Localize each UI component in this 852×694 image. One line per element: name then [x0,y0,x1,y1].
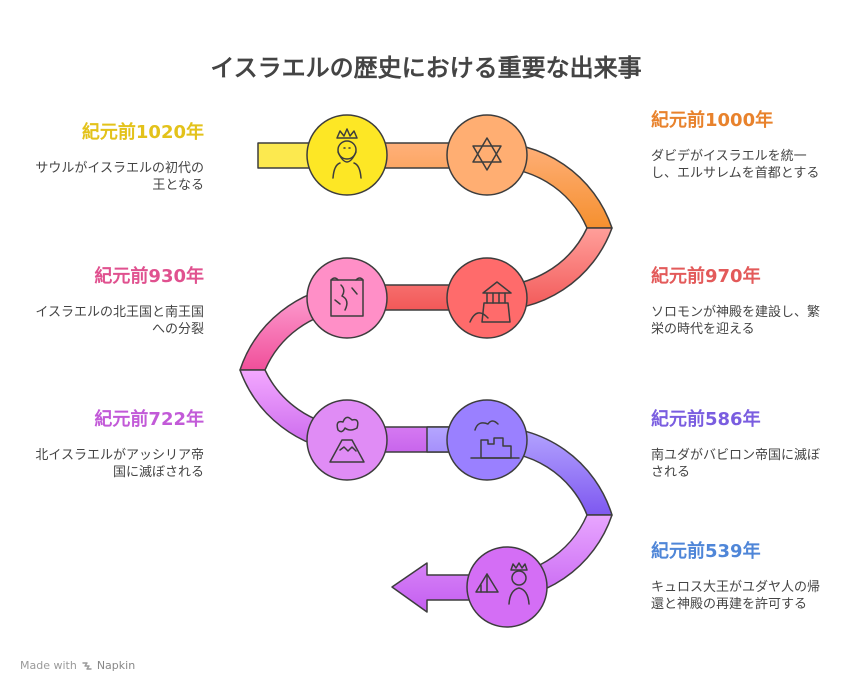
event-6-desc: 南ユダがバビロン帝国に滅ぼされる [651,448,821,480]
event-6-year: 紀元前586年 [651,409,761,430]
volcano-icon [329,416,365,463]
event-2-year: 紀元前1000年 [651,110,774,131]
made-with-footer[interactable]: Made with Napkin [20,659,135,672]
footer-brand: Napkin [96,659,136,672]
event-node-7 [466,546,548,628]
temple-icon [469,281,512,323]
event-1-card: 紀元前1020年 サウルがイスラエルの初代の王となる [0,122,204,194]
event-4-year: 紀元前930年 [94,266,204,287]
path-segment-3 [346,227,613,311]
footer-prefix: Made with [20,659,77,672]
event-4-desc: イスラエルの北王国と南王国への分裂 [35,305,204,337]
event-node-2 [446,114,528,196]
event-5-desc: 北イスラエルがアッシリア帝国に滅ぼされる [35,448,204,480]
event-7-year: 紀元前539年 [651,541,761,562]
event-5-card: 紀元前722年 北イスラエルがアッシリア帝国に滅ぼされる [0,409,204,481]
event-node-4 [306,257,388,339]
crowned-king-icon [332,128,362,179]
event-7-card: 紀元前539年 キュロス大王がユダヤ人の帰還と神殿の再建を許可する [651,541,831,613]
event-2-desc: ダビデがイスラエルを統一し、エルサレムを首都とする [651,149,820,181]
event-2-card: 紀元前1000年 ダビデがイスラエルを統一し、エルサレムを首都とする [651,110,831,182]
ruined-city-icon [470,420,520,459]
king-and-tent-icon [475,562,530,605]
event-1-desc: サウルがイスラエルの初代の王となる [35,161,204,193]
path-segment-5 [239,369,488,453]
event-3-year: 紀元前970年 [651,266,761,287]
event-6-card: 紀元前586年 南ユダがバビロン帝国に滅ぼされる [651,409,831,481]
star-of-david-icon [472,137,502,171]
napkin-logo-icon [82,661,92,670]
event-3-card: 紀元前970年 ソロモンが神殿を建設し、繁栄の時代を迎える [651,266,831,338]
event-1-year: 紀元前1020年 [81,122,204,143]
event-3-desc: ソロモンが神殿を建設し、繁栄の時代を迎える [651,305,821,337]
event-4-card: 紀元前930年 イスラエルの北王国と南王国への分裂 [0,266,204,338]
path-segment-7 [391,514,613,613]
divided-map-icon [330,277,364,317]
event-5-year: 紀元前722年 [94,409,204,430]
page-title: イスラエルの歴史における重要な出来事 [210,54,642,82]
event-7-desc: キュロス大王がユダヤ人の帰還と神殿の再建を許可する [651,580,821,612]
event-node-1 [306,114,388,196]
